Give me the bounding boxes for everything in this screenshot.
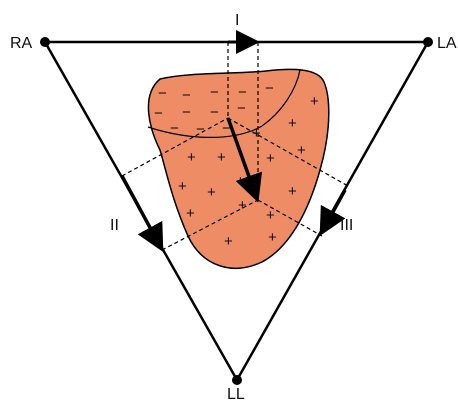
sign-negative: −	[170, 120, 179, 137]
sign-negative: −	[196, 121, 205, 138]
sign-negative: −	[154, 105, 163, 122]
label-lead-ii: II	[110, 217, 119, 234]
sign-positive: +	[224, 233, 233, 250]
label-lead-iii: III	[340, 217, 353, 234]
sign-positive: +	[288, 115, 297, 132]
sign-positive: +	[297, 142, 306, 159]
sign-positive: +	[187, 149, 196, 166]
sign-positive: +	[238, 197, 247, 214]
sign-negative: −	[222, 120, 231, 137]
heart-shape	[147, 68, 330, 269]
label-ra: RA	[10, 35, 33, 52]
sign-negative: −	[182, 104, 191, 121]
sign-positive: +	[310, 93, 319, 110]
sign-positive: +	[252, 125, 261, 142]
negative-signs: − − − − − − − − − − − −	[154, 80, 274, 138]
sign-negative: −	[158, 85, 167, 102]
sign-positive: +	[266, 150, 275, 167]
projection-lines	[121, 42, 349, 251]
sign-positive: +	[178, 178, 187, 195]
node-la	[423, 37, 433, 47]
sign-negative: −	[265, 80, 274, 97]
sign-negative: −	[182, 87, 191, 104]
label-la: LA	[437, 35, 457, 52]
sign-negative: −	[237, 100, 246, 117]
sign-positive: +	[186, 205, 195, 222]
positive-signs: + + + + + + + + + + + + + + + +	[178, 93, 319, 250]
sign-positive: +	[236, 173, 245, 190]
lead-iii-projection-arrow	[319, 189, 347, 237]
lead-ii-projection-arrow	[120, 175, 164, 253]
sign-positive: +	[207, 184, 216, 201]
sign-positive: +	[266, 207, 275, 224]
sign-positive: +	[217, 149, 226, 166]
sign-negative: −	[210, 104, 219, 121]
sign-positive: +	[288, 183, 297, 200]
negative-region-boundary	[147, 69, 301, 138]
sign-negative: −	[238, 84, 247, 101]
label-lead-i: I	[235, 12, 239, 29]
label-ll: LL	[227, 386, 245, 402]
mean-axis-vector	[226, 117, 263, 203]
node-ll	[232, 375, 242, 385]
node-ra	[40, 37, 50, 47]
sign-negative: −	[210, 84, 219, 101]
sign-positive: +	[268, 229, 277, 246]
